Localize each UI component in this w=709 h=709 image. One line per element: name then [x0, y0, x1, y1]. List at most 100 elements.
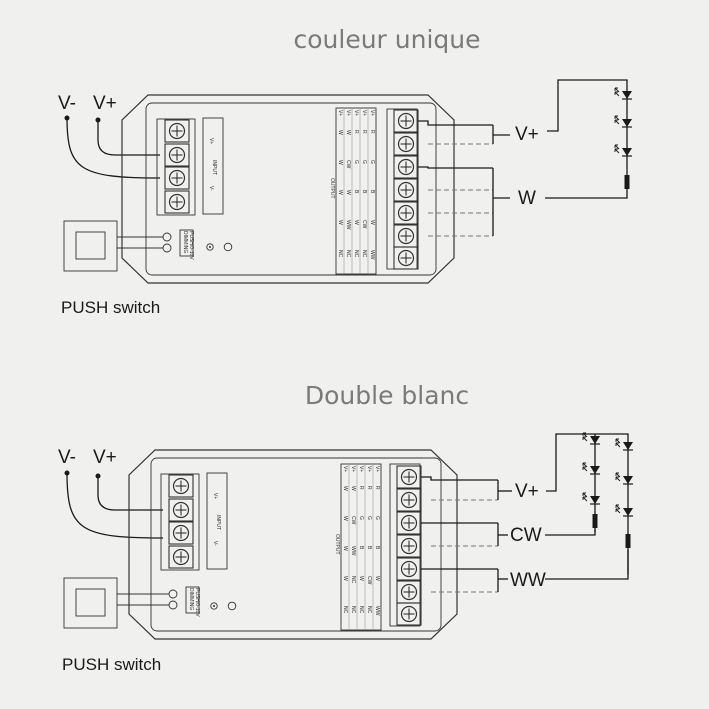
d2-push-switch	[63, 577, 118, 629]
d2-dimming-screw-2	[168, 600, 178, 610]
diagram1-table-cell: W	[369, 220, 375, 225]
diagram1-table-cell: V+	[337, 110, 343, 116]
diagram1-table-cell: W	[337, 220, 343, 225]
d1-output-screw-6	[393, 224, 419, 248]
d2-ww-led-2	[615, 472, 634, 485]
diagram2-table-cell: WW	[374, 606, 380, 616]
d2-output-ww-label: WW	[510, 570, 546, 591]
d1-vpos-wire	[97, 120, 160, 156]
d1-dimming-label: DIMMING	[182, 231, 188, 253]
d1-controller-body	[145, 102, 437, 276]
d2-input-screw-1	[168, 474, 194, 498]
diagram2-table-cell: W	[342, 546, 348, 551]
d2-vpos-wire	[97, 476, 163, 511]
d1-vneg-wire	[66, 117, 161, 179]
d2-dimming-screw-1	[168, 589, 178, 599]
diagram2-table-cell: G	[358, 516, 364, 520]
diagram1-table-cell: W	[345, 130, 351, 135]
diagram2-table-cell: V+	[342, 466, 348, 472]
d1-input-screw-2	[164, 143, 190, 167]
d1-output-screw-7	[393, 246, 419, 270]
diagram1-table-cell: B	[353, 190, 359, 194]
d2-push-tag: PUSH/0-10V	[194, 588, 200, 617]
d2-ww-led-1	[615, 438, 634, 451]
diagram2-table-cell: W	[358, 576, 364, 581]
diagram2-table-cell: B	[366, 546, 372, 550]
d2-output-vpos-label: V+	[515, 481, 539, 502]
diagram1-table-cell: W	[337, 190, 343, 195]
diagram2-table-cell: G	[366, 516, 372, 520]
d2-output-screw-5	[396, 557, 422, 581]
diagram2-table-cell: NC	[350, 606, 356, 614]
diagram2-table-cell: G	[374, 516, 380, 520]
d2-ww-resistor	[625, 534, 631, 548]
diagram2-table-cell: W	[374, 576, 380, 581]
d2-cw-resistor	[592, 514, 598, 528]
d1-push-switch-label: PUSH switch	[61, 298, 160, 317]
diagram2-table-cell: W	[342, 576, 348, 581]
diagram2-table-cell: B	[374, 546, 380, 550]
diagram1-output-label: OUTPUT	[329, 178, 335, 199]
d2-push-switch-button	[75, 588, 106, 617]
d2-input-neg: V-	[212, 541, 218, 546]
d1-dimming-screw-2	[162, 243, 172, 253]
d1-dimming-label-panel	[179, 229, 194, 257]
diagram1-title: couleur unique	[293, 25, 480, 54]
d1-output-screw-4	[393, 178, 419, 202]
d2-input-screw-4	[168, 545, 194, 569]
d1-resistor	[624, 175, 630, 189]
diagram2-table-cell: V+	[358, 466, 364, 472]
d1-input-label: INPUT	[211, 160, 217, 175]
d2-input-terminal-block	[160, 473, 200, 571]
d1-input-pos: V+	[208, 138, 214, 144]
diagram1-table-cell: NC	[353, 250, 359, 258]
diagram1-table-cell: NC	[337, 250, 343, 258]
diagram2-table-cell: NC	[350, 576, 356, 584]
diagram2-table-cell: NC	[358, 606, 364, 614]
d1-controller-housing	[121, 94, 455, 284]
d1-input-screw-3	[164, 166, 190, 190]
d2-input-label: INPUT	[215, 515, 221, 530]
diagram2-output-label: OUTPUT	[334, 534, 340, 555]
d2-indicator-led	[210, 602, 218, 610]
diagram2-table-frame	[340, 463, 382, 631]
diagram1-table-cell: B	[369, 190, 375, 194]
diagram2-table-cell: W	[342, 516, 348, 521]
d2-output-screw-3	[396, 511, 422, 535]
diagram2-table-cell: B	[358, 546, 364, 550]
d2-button-hole	[227, 601, 237, 611]
d2-output-screw-6	[396, 580, 422, 604]
d2-push-switch-label: PUSH switch	[62, 655, 161, 674]
diagram2-table-cell: V+	[350, 466, 356, 472]
diagram1-table-frame	[335, 107, 377, 275]
diagram2-table-cell: V+	[374, 466, 380, 472]
d2-output-cw-label: CW	[510, 525, 542, 546]
diagram2-table-cell: NC	[342, 606, 348, 614]
diagram1-table-cell: WW	[345, 220, 351, 230]
diagram1-table-cell: CW	[361, 220, 367, 229]
diagram1-table-cell: G	[369, 160, 375, 164]
diagram1-table-cell: B	[361, 190, 367, 194]
d1-push-switch-button	[75, 231, 106, 260]
d1-output-screw-5	[393, 201, 419, 225]
d1-push-tag: PUSH/0-10V	[188, 231, 194, 260]
diagram2-table-cell: W	[350, 486, 356, 491]
diagram2-table-cell: W	[342, 486, 348, 491]
diagram1-table-cell: R	[361, 130, 367, 134]
diagram1-table-cell: WW	[369, 250, 375, 260]
d2-input-label-panel	[206, 472, 228, 570]
d2-output-screw-4	[396, 534, 422, 558]
d2-dimming-label: DIMMING	[188, 588, 194, 610]
diagram1-table-cell: NC	[345, 250, 351, 258]
d1-input-label-panel	[202, 117, 224, 215]
d1-input-screw-1	[164, 119, 190, 143]
d2-vneg-label: V-	[58, 447, 76, 468]
d1-button-hole	[223, 242, 233, 252]
diagram1-table-cell: CW	[345, 160, 351, 169]
d1-output-screw-3	[393, 155, 419, 179]
d2-output-screw-1	[396, 465, 422, 489]
